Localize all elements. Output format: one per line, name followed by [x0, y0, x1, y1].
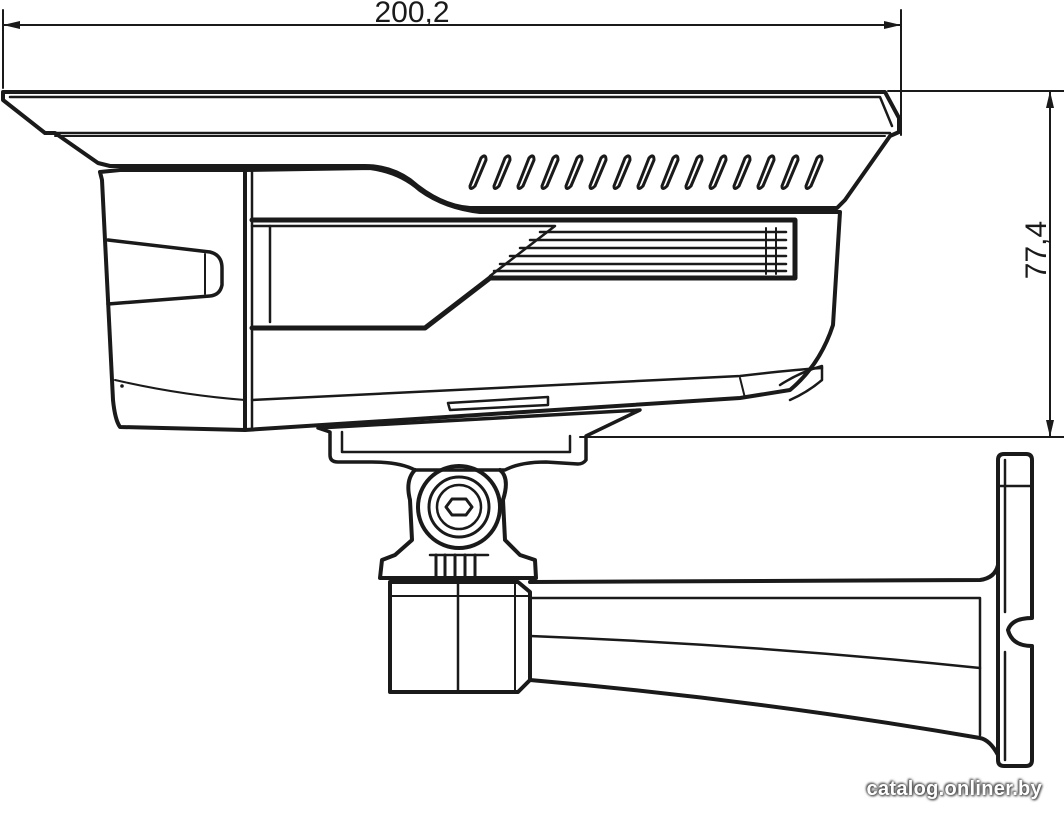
camera-body	[98, 166, 842, 432]
wall-bracket	[388, 452, 1034, 768]
vent-slots	[468, 154, 824, 190]
height-dimension: 77,4	[579, 90, 1064, 438]
height-dimension-label: 77,4	[1020, 221, 1053, 279]
sun-shield	[1, 90, 901, 210]
watermark-text: catalog.onliner.by	[866, 778, 1042, 800]
width-dimension-label: 200,2	[374, 0, 449, 29]
mount-joint	[316, 408, 642, 580]
width-dimension: 200,2	[2, 0, 902, 136]
ir-fins	[492, 227, 788, 275]
joint-ribs	[428, 553, 490, 580]
